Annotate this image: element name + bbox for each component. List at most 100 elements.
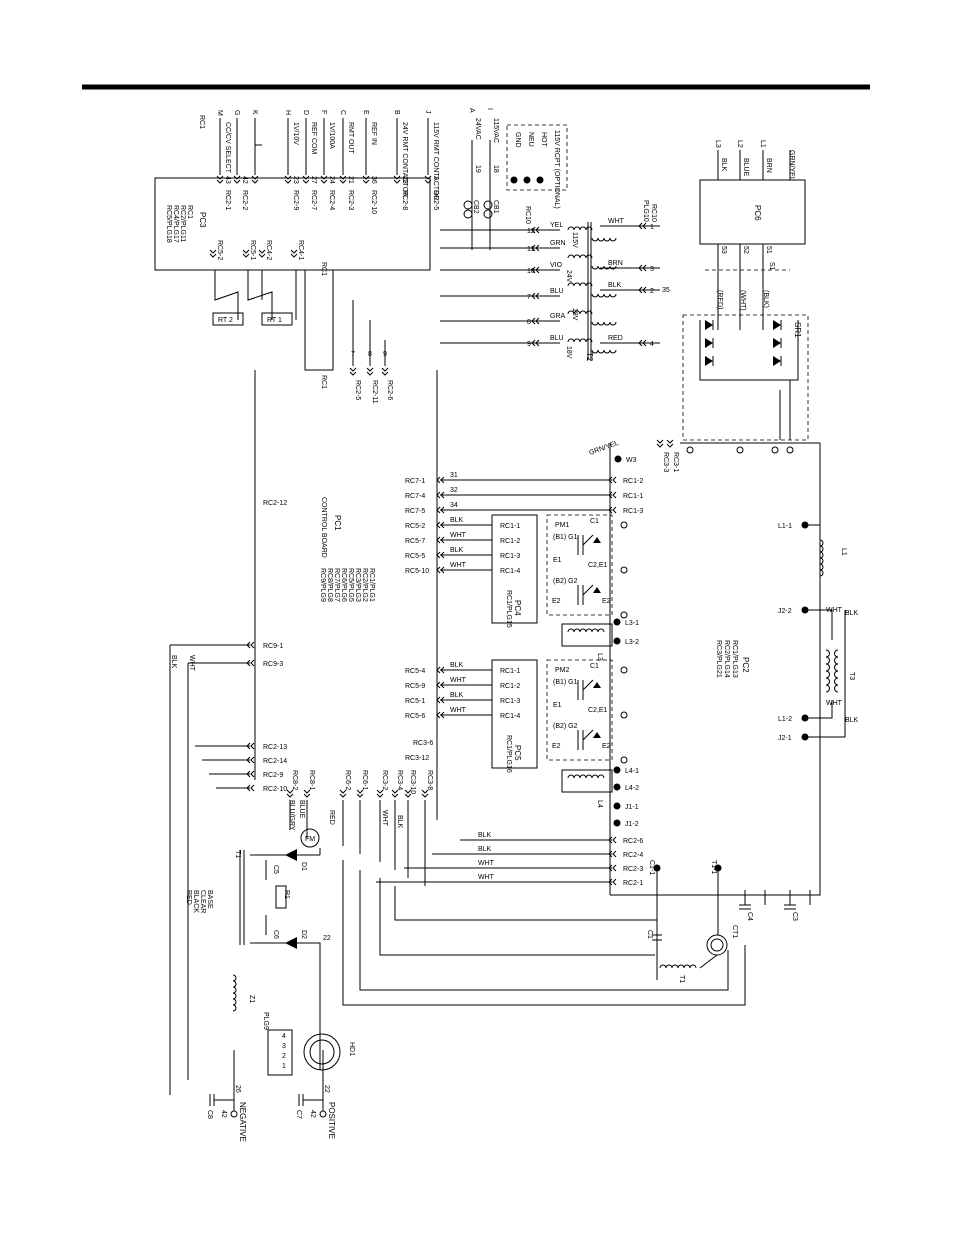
terminal-label: L3-1 bbox=[625, 620, 639, 627]
top-terminal-label: 1V/100A bbox=[328, 122, 335, 149]
rc3-pin-label: RC3-3 bbox=[662, 452, 669, 472]
terminal-j1-2 bbox=[613, 819, 621, 827]
t2-coil-turn bbox=[609, 293, 617, 298]
receptacle-label: 115V RCPT (OPTIONAL) bbox=[553, 130, 560, 209]
module-pin: (B1) G1 bbox=[553, 679, 578, 686]
t2-lead-connector bbox=[638, 339, 647, 347]
t3-coil-turn bbox=[825, 677, 830, 686]
bottom-pin-connector bbox=[303, 789, 311, 798]
t2-coil-turn bbox=[585, 226, 593, 231]
ct1-label: CT1 bbox=[731, 925, 738, 938]
pc6-line-color: BLK bbox=[720, 158, 727, 172]
t3-coil-turn bbox=[825, 656, 830, 665]
coil-turn bbox=[567, 628, 575, 633]
thermistor-wires bbox=[214, 270, 297, 320]
output-cap bbox=[298, 1094, 323, 1106]
l3-label: L3 bbox=[596, 653, 603, 661]
t1-right-coil-turn bbox=[659, 964, 667, 969]
rc9-pin: RC9-1 bbox=[263, 643, 283, 650]
bottom-pin-label: RC8-1 bbox=[308, 770, 315, 790]
coil-turn bbox=[579, 628, 587, 633]
pc1-plug: RC6/PLG6 bbox=[340, 568, 347, 602]
top-terminal-wire-num: 43 bbox=[224, 176, 231, 184]
t2-tap-number: 10 bbox=[527, 268, 535, 275]
top-terminal-letter: B bbox=[393, 110, 400, 115]
t2-lead-color: RED bbox=[608, 335, 623, 342]
module-pin: (B1) G1 bbox=[553, 534, 578, 541]
rc10-name-2: RC10 bbox=[650, 204, 657, 222]
pc6-ground-label: GRN/YEL bbox=[788, 150, 795, 181]
pc6-pin: 51 bbox=[765, 246, 772, 254]
module-wire-color: WHT bbox=[450, 532, 467, 539]
t1-wires bbox=[250, 848, 321, 1070]
top-terminal-letter: J bbox=[424, 110, 431, 114]
t3-coil-turn bbox=[834, 670, 839, 679]
pc1-plug: RC8/PLG8 bbox=[326, 568, 333, 602]
module-left-pin: RC5-1 bbox=[405, 698, 425, 705]
output-cap bbox=[209, 1094, 234, 1106]
module-right-pin: RC1-4 bbox=[500, 713, 520, 720]
output-terminal bbox=[230, 1110, 238, 1118]
rc-mid-connector bbox=[366, 367, 374, 376]
igbt-diode bbox=[593, 732, 601, 738]
module-pm: PM2 bbox=[555, 667, 570, 674]
capacitor-bank-label: C3 bbox=[791, 912, 798, 921]
t3-label: T3 bbox=[848, 672, 855, 680]
t3-color: BLK bbox=[845, 717, 859, 724]
t1-right-coil-turn bbox=[689, 964, 697, 969]
module-left-pin: RC5-9 bbox=[405, 683, 425, 690]
z1-coil-turn bbox=[232, 980, 237, 988]
t3-coil-turn bbox=[834, 649, 839, 658]
terminal-label: L4-1 bbox=[625, 768, 639, 775]
bottom-runs bbox=[342, 860, 746, 1006]
coil-turn bbox=[585, 628, 593, 633]
wire-22-label: 22 bbox=[323, 935, 331, 942]
pc5-module: RC5-4BLKRC1-1RC5-9WHTRC1-2RC5-1BLKRC1-3R… bbox=[405, 659, 628, 773]
rc-mid-label: RC2-6 bbox=[386, 380, 393, 400]
hd1-label: HD1 bbox=[348, 1042, 355, 1056]
t1-right-coil-turn bbox=[671, 964, 679, 969]
receptacle-pin-label: GND bbox=[514, 132, 521, 148]
t3-color: WHT bbox=[826, 607, 843, 614]
w3-wire: GRN/YEL bbox=[588, 440, 619, 457]
t2-tap-number: 4 bbox=[650, 341, 654, 348]
t2-coil-turn bbox=[585, 338, 593, 343]
rc9-pin: RC9-3 bbox=[263, 661, 283, 668]
t1-label: T1 bbox=[234, 850, 241, 858]
top-terminal-letter: G bbox=[233, 110, 240, 115]
pc3-box bbox=[154, 177, 431, 271]
t1-wire-color: BASE bbox=[206, 890, 213, 909]
pc6-box bbox=[699, 179, 806, 245]
bottom-wire-color: BLU/GRY bbox=[288, 800, 295, 831]
igbt-diode bbox=[593, 537, 601, 543]
module-right-pin: RC1-2 bbox=[500, 683, 520, 690]
t2-lead-connector bbox=[531, 292, 540, 300]
ac-input-letter: A bbox=[468, 108, 475, 113]
t1-right-coil-turn bbox=[677, 964, 685, 969]
pc2-plug: RC2/PLG14 bbox=[723, 640, 730, 678]
pc3-plug: RC5/PLG18 bbox=[165, 205, 172, 243]
ac-input-label: 115VAC bbox=[492, 118, 499, 143]
rc7-left-pin: RC7-4 bbox=[405, 493, 425, 500]
t2-lead-color: BLU bbox=[550, 288, 564, 295]
t2-tap-number: 11 bbox=[527, 246, 534, 253]
t2-coil-turn bbox=[567, 338, 575, 343]
coil-bracket bbox=[561, 623, 613, 647]
module-wire-color: WHT bbox=[450, 707, 467, 714]
bottom-wire-color: RED bbox=[328, 810, 335, 825]
module-left-pin: RC5-6 bbox=[405, 713, 425, 720]
rc2-left-pin: RC2-9 bbox=[263, 772, 283, 779]
z1-coil-turn bbox=[232, 974, 237, 982]
terminal-label: L3-2 bbox=[625, 639, 639, 646]
module-terminal bbox=[620, 756, 628, 764]
thermistor-pin-label: RC4-2 bbox=[265, 240, 272, 260]
t2-coil-turn bbox=[567, 226, 575, 231]
s1-name: S1 bbox=[768, 262, 775, 271]
rc7-wire-number: 31 bbox=[450, 472, 458, 479]
t1-wire-color: BLACK bbox=[192, 890, 199, 913]
pc6-line-label: L1 bbox=[759, 140, 766, 148]
plg9-pin: 2 bbox=[282, 1053, 286, 1060]
